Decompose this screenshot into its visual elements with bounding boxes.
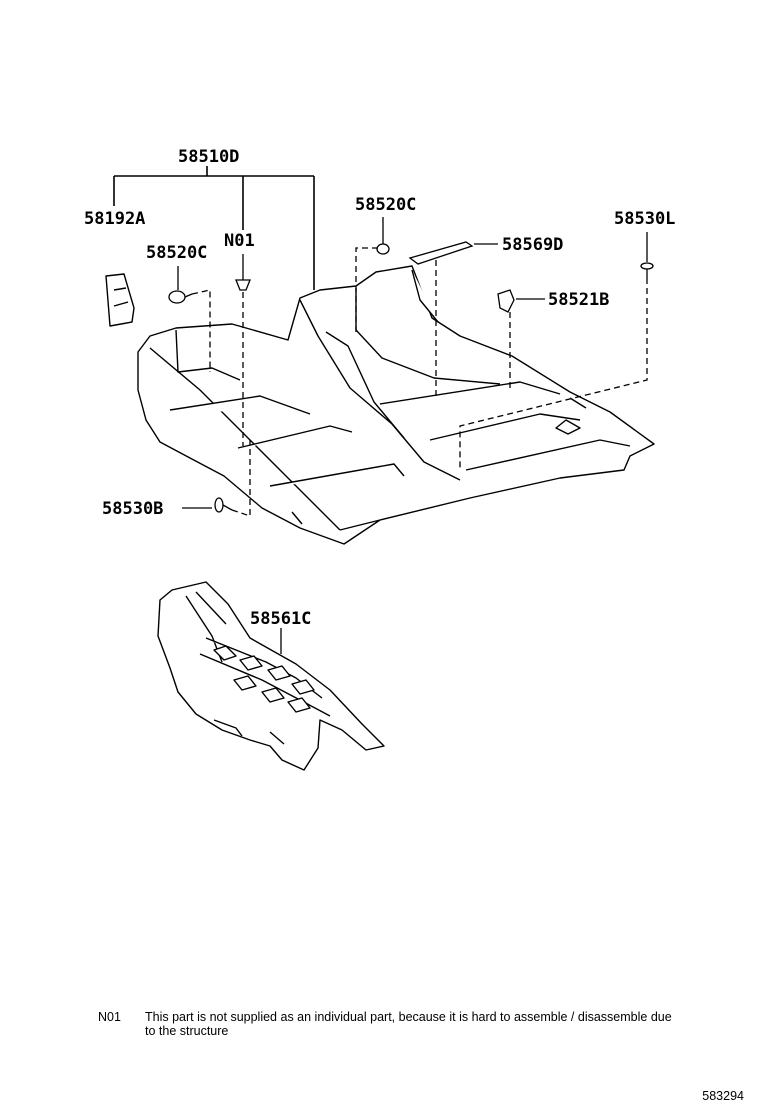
label-duct-cover[interactable]: 58192A bbox=[84, 209, 145, 229]
label-clip-n01[interactable]: N01 bbox=[224, 231, 255, 251]
label-retainer-bar[interactable]: 58569D bbox=[502, 235, 563, 255]
label-screw-right[interactable]: 58530L bbox=[614, 209, 675, 229]
footnote-code: N01 bbox=[98, 1010, 121, 1024]
leader-lines bbox=[177, 217, 648, 654]
label-hook[interactable]: 58521B bbox=[548, 290, 609, 310]
label-clip-left[interactable]: 58520C bbox=[146, 243, 207, 263]
label-rear-carpet[interactable]: 58561C bbox=[250, 609, 311, 629]
footnote-text: This part is not supplied as an individu… bbox=[145, 1010, 672, 1038]
diagram-id: 583294 bbox=[702, 1089, 744, 1103]
duct-cover-drawing bbox=[105, 273, 135, 327]
dashed-fitting-lines bbox=[191, 247, 648, 517]
label-main-carpet[interactable]: 58510D bbox=[178, 147, 239, 167]
label-clip-top[interactable]: 58520C bbox=[355, 195, 416, 215]
main-floor-carpet-drawing bbox=[137, 265, 655, 545]
label-screw-lower[interactable]: 58530B bbox=[102, 499, 163, 519]
fastener-drawings bbox=[168, 241, 654, 513]
rear-carpet-drawing bbox=[157, 581, 385, 771]
main-carpet-bracket bbox=[113, 166, 315, 290]
